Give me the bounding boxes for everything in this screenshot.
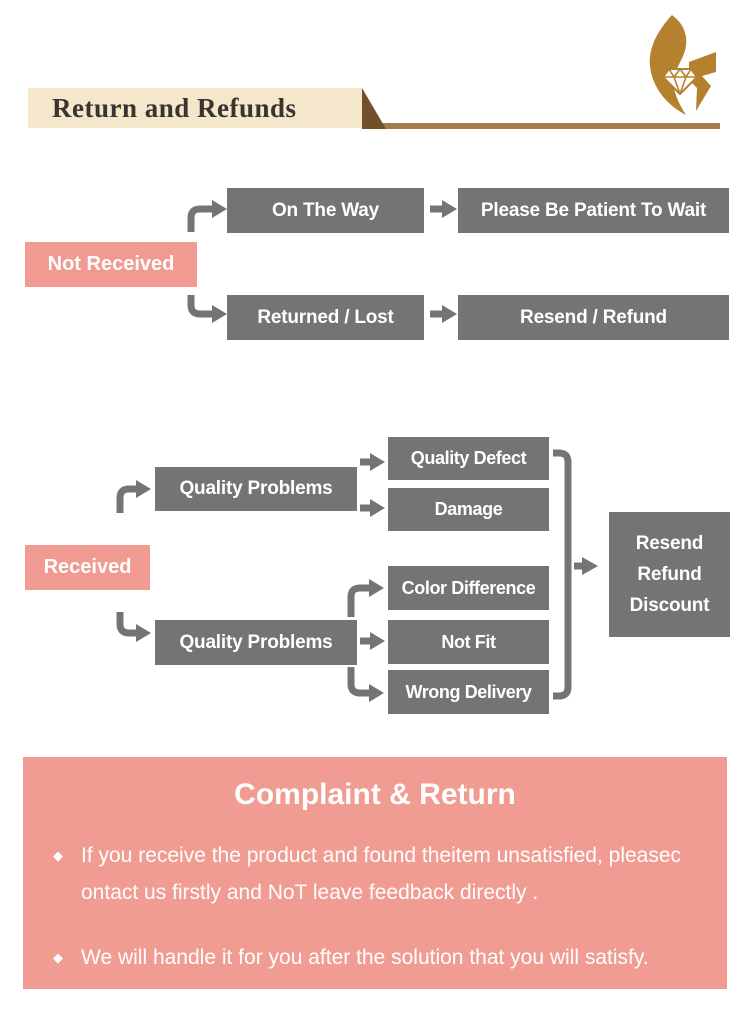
page-title: Return and Refunds	[52, 92, 297, 123]
result-resend: Resend	[635, 533, 704, 554]
connector-qpbottom-wrongdelivery	[347, 667, 370, 697]
result-refund: Refund	[637, 564, 702, 585]
complaint-bullet-item: ◆ We will handle it for you after the so…	[53, 939, 705, 976]
complaint-panel: Complaint & Return ◆ If you receive the …	[23, 757, 727, 989]
node-quality-defect: Quality Defect	[388, 437, 549, 480]
connector-received-qptop	[116, 485, 137, 513]
connector-qpbottom-colordifference	[347, 584, 370, 617]
node-not-received: Not Received	[25, 242, 197, 287]
section-banner: Return and Refunds	[28, 88, 362, 128]
arrowhead	[370, 499, 385, 517]
arrowhead	[582, 557, 598, 575]
arrowhead	[212, 200, 227, 218]
node-wrong-delivery: Wrong Delivery	[388, 670, 549, 714]
arrowhead	[212, 305, 227, 323]
diamond-bullet-icon: ◆	[53, 950, 63, 965]
arrowhead	[369, 579, 384, 597]
bracket-outcomes	[553, 449, 572, 700]
arrowhead	[442, 305, 457, 323]
connector-notreceived-returnedlost	[187, 295, 213, 318]
result-discount: Discount	[629, 595, 710, 616]
arrowhead	[370, 453, 385, 471]
node-on-the-way: On The Way	[227, 188, 424, 233]
node-returned-lost: Returned / Lost	[227, 295, 424, 340]
complaint-bullet-item: ◆ If you receive the product and found t…	[53, 837, 705, 911]
banner-fold	[362, 88, 386, 129]
arrowhead	[136, 480, 151, 498]
node-resend-refund: Resend / Refund	[458, 295, 729, 340]
node-received: Received	[25, 545, 150, 590]
connector-received-qpbottom	[116, 612, 137, 637]
complaint-bullet-text: We will handle it for you after the solu…	[81, 946, 649, 969]
node-please-be-patient: Please Be Patient To Wait	[458, 188, 729, 233]
arrowhead	[369, 684, 384, 702]
arrowhead	[442, 200, 457, 218]
flame-diamond-logo-icon	[649, 15, 716, 115]
arrowhead	[370, 632, 385, 650]
complaint-bullet-text: If you receive the product and found the…	[81, 844, 682, 904]
node-damage: Damage	[388, 488, 549, 531]
diamond-bullet-icon: ◆	[53, 848, 63, 863]
complaint-title: Complaint & Return	[234, 778, 516, 811]
header-underline	[362, 123, 720, 129]
node-quality-problems-bottom: Quality Problems	[155, 620, 357, 665]
node-result: Resend Refund Discount	[609, 512, 730, 637]
arrowhead	[136, 624, 151, 642]
connector-notreceived-ontheway	[187, 205, 213, 232]
node-color-difference: Color Difference	[388, 566, 549, 610]
node-not-fit: Not Fit	[388, 620, 549, 664]
node-quality-problems-top: Quality Problems	[155, 467, 357, 511]
